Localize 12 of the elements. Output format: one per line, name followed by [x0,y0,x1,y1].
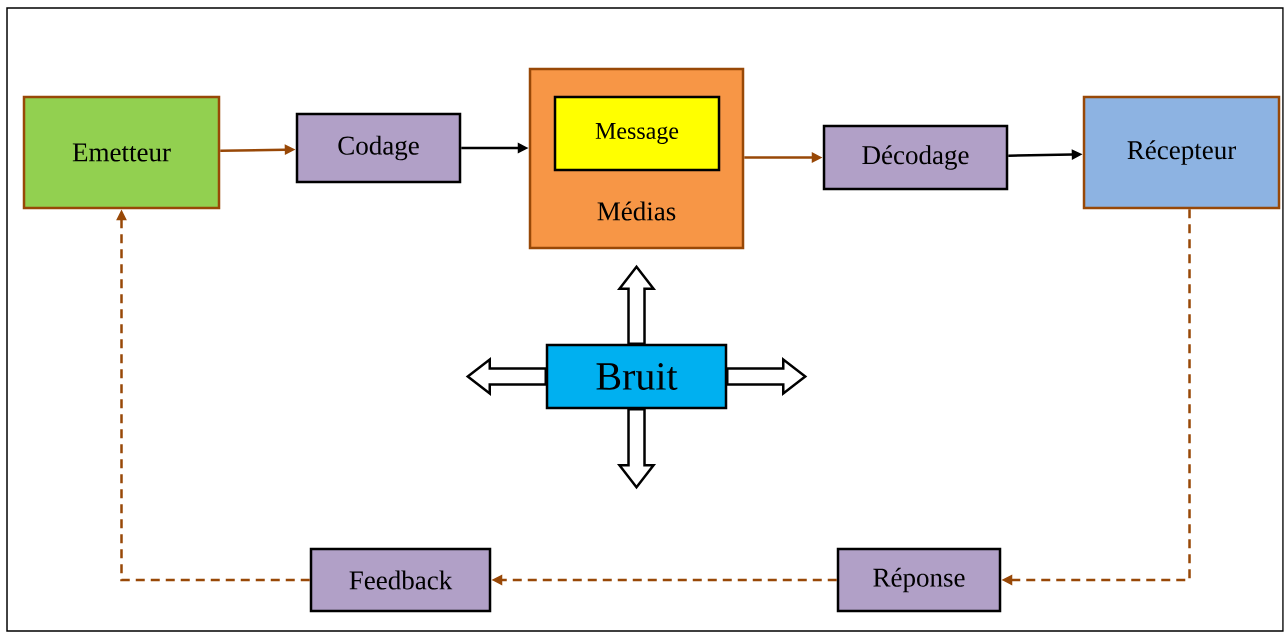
process-box: Récepteur [1082,95,1281,210]
process-box: Décodage [822,124,1009,191]
message-box: Message [553,95,721,172]
process-box: Feedback [309,547,492,613]
block-arrow [616,264,657,345]
process-box: Emetteur [22,95,221,210]
block-arrow [726,356,808,397]
block-arrow [616,408,657,490]
noise-box: Bruit [545,343,728,410]
process-box: Réponse [836,547,1002,613]
block-arrow [465,356,547,397]
process-box: Codage [295,112,462,184]
